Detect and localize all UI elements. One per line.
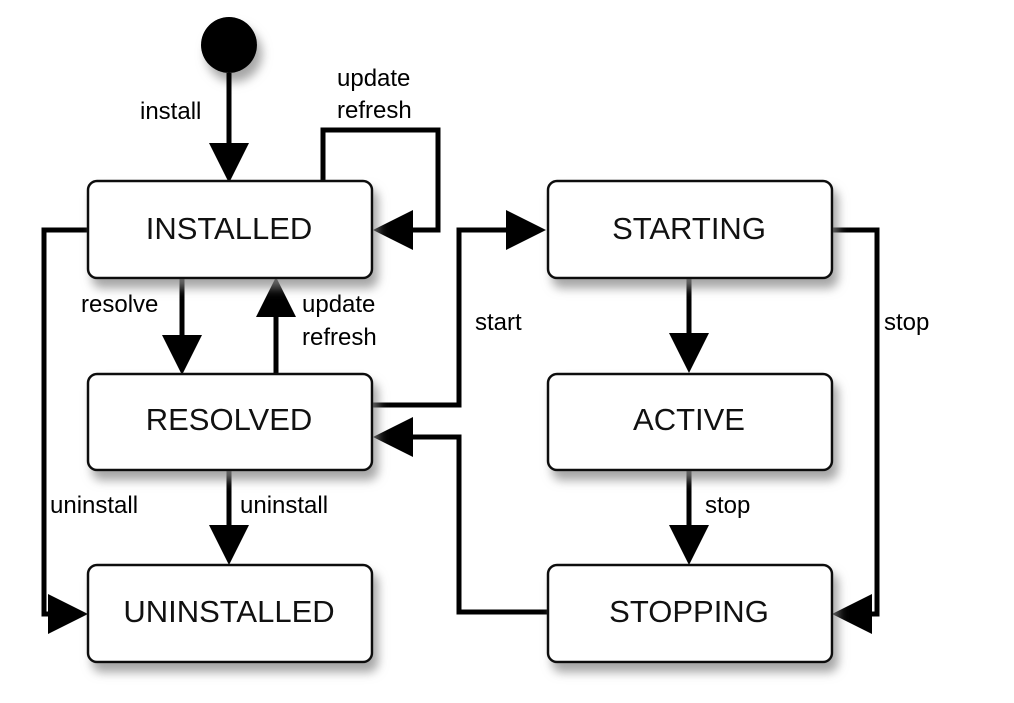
label-update-self-line1: update [337, 65, 410, 92]
state-stopping-label: STOPPING [609, 594, 769, 629]
edge-stop-from-starting [832, 227, 880, 634]
initial-state-dot [201, 17, 257, 73]
label-refresh-self-line2: refresh [337, 97, 412, 124]
state-starting: STARTING [546, 179, 834, 280]
label-start: start [475, 309, 522, 336]
edge-update-refresh-self [320, 127, 441, 250]
state-installed: INSTALLED [86, 179, 374, 280]
label-resolve: resolve [81, 291, 158, 318]
label-update-back-line1: update [302, 291, 375, 318]
label-uninstall-from-installed: uninstall [50, 492, 138, 519]
edge-stopping-to-resolved [373, 417, 548, 615]
label-install: install [140, 98, 201, 125]
state-active-label: ACTIVE [633, 402, 745, 437]
state-resolved: RESOLVED [86, 372, 374, 472]
state-starting-label: STARTING [612, 211, 766, 246]
label-stop-from-active: stop [705, 492, 750, 519]
label-stop-from-starting: stop [884, 309, 929, 336]
edges [41, 73, 880, 634]
state-uninstalled: UNINSTALLED [86, 563, 374, 664]
state-stopping: STOPPING [546, 563, 834, 664]
label-uninstall-from-resolved: uninstall [240, 492, 328, 519]
edge-start [372, 210, 546, 408]
state-resolved-label: RESOLVED [146, 402, 313, 437]
edge-labels: install update refresh resolve update re… [50, 65, 929, 519]
state-installed-label: INSTALLED [146, 211, 313, 246]
label-refresh-back-line2: refresh [302, 324, 377, 351]
state-uninstalled-label: UNINSTALLED [123, 594, 334, 629]
state-active: ACTIVE [546, 372, 834, 472]
edge-uninstall-from-installed [41, 227, 88, 634]
